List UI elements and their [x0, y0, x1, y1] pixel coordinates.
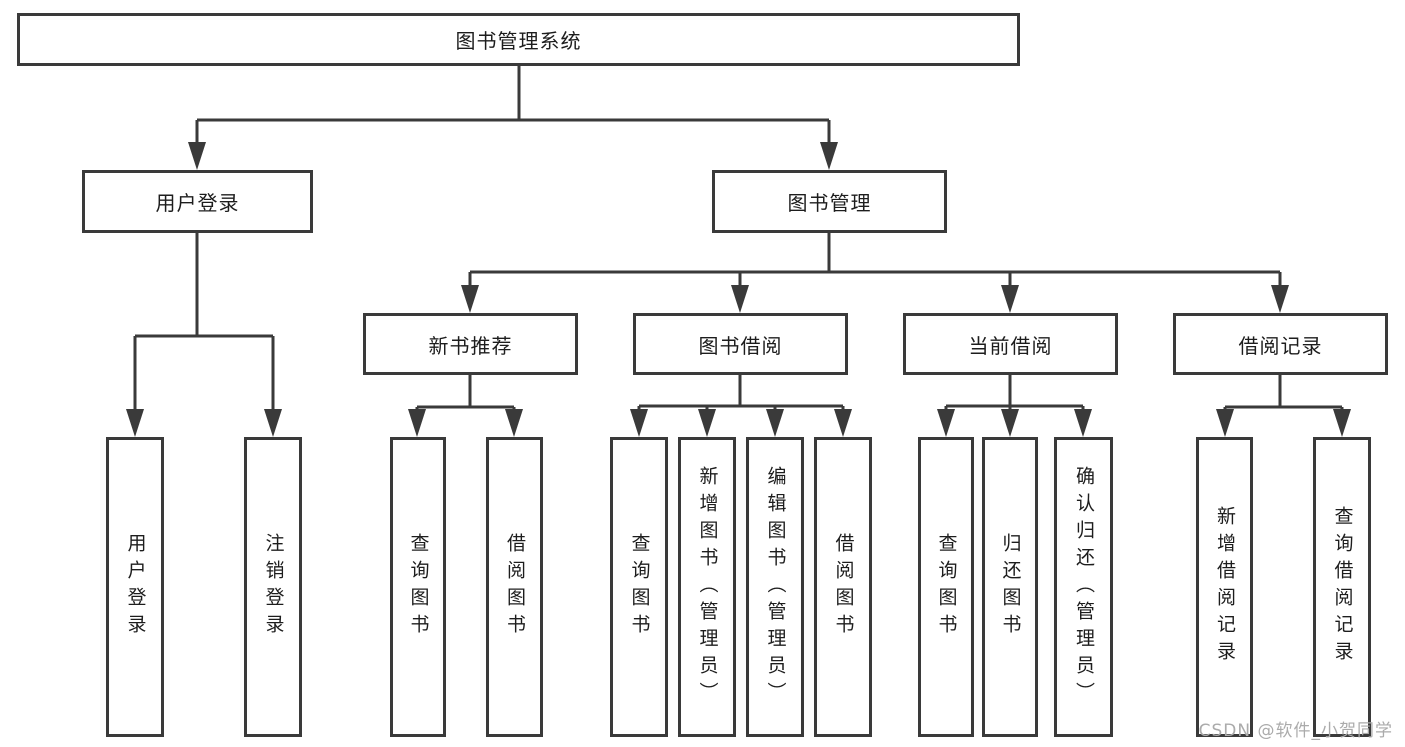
- node-label-leaf-borrow-books: 借阅图书: [832, 533, 855, 641]
- node-leaf-query-borrow-record: 查询借阅记录: [1313, 437, 1371, 737]
- node-current-borrowing: 当前借阅: [903, 313, 1118, 375]
- node-label-current-borrowing: 当前借阅: [968, 333, 1053, 358]
- node-user-login-module: 用户登录: [82, 170, 313, 233]
- node-label-leaf-add-borrow-record: 新增借阅记录: [1214, 506, 1236, 668]
- watermark: CSDN @软件_小贺同学: [1198, 721, 1393, 741]
- node-new-book-recommend: 新书推荐: [363, 313, 578, 375]
- node-label-new-book-recommend: 新书推荐: [428, 333, 513, 358]
- node-leaf-logout: 注销登录: [244, 437, 302, 737]
- node-label-leaf-logout: 注销登录: [262, 533, 285, 641]
- node-label-user-login-module: 用户登录: [155, 191, 240, 215]
- node-root-system: 图书管理系统: [17, 13, 1020, 66]
- node-label-leaf-query-borrow-record: 查询借阅记录: [1331, 506, 1354, 668]
- node-leaf-add-books-admin: 新增图书（管理员）: [678, 437, 736, 737]
- node-leaf-query-books-rec: 查询图书: [390, 437, 446, 737]
- node-label-leaf-return-books: 归还图书: [999, 533, 1022, 641]
- node-label-leaf-add-books-admin: 新增图书（管理员）: [696, 465, 719, 709]
- node-leaf-add-borrow-record: 新增借阅记录: [1196, 437, 1253, 737]
- node-label-leaf-edit-books-admin: 编辑图书（管理员）: [764, 465, 787, 709]
- node-leaf-return-books: 归还图书: [982, 437, 1038, 737]
- node-leaf-borrow-books: 借阅图书: [814, 437, 872, 737]
- node-label-leaf-query-books-borrow: 查询图书: [628, 533, 651, 641]
- node-leaf-user-login: 用户登录: [106, 437, 164, 737]
- node-label-leaf-query-books-rec: 查询图书: [407, 533, 430, 641]
- node-leaf-edit-books-admin: 编辑图书（管理员）: [746, 437, 804, 737]
- node-borrowing-records: 借阅记录: [1173, 313, 1388, 375]
- node-leaf-query-books-current: 查询图书: [918, 437, 974, 737]
- node-label-book-management-module: 图书管理: [787, 191, 872, 215]
- node-book-management-module: 图书管理: [712, 170, 947, 233]
- node-label-borrowing-records: 借阅记录: [1238, 333, 1323, 358]
- node-leaf-borrow-books-rec: 借阅图书: [486, 437, 543, 737]
- node-leaf-query-books-borrow: 查询图书: [610, 437, 668, 737]
- node-book-borrowing: 图书借阅: [633, 313, 848, 375]
- node-label-root-system: 图书管理系统: [455, 29, 582, 53]
- node-label-book-borrowing: 图书借阅: [698, 333, 783, 358]
- node-label-leaf-confirm-return-admin: 确认归还（管理员）: [1073, 465, 1095, 709]
- node-label-leaf-query-books-current: 查询图书: [935, 533, 958, 641]
- node-label-leaf-borrow-books-rec: 借阅图书: [504, 533, 526, 641]
- node-leaf-confirm-return-admin: 确认归还（管理员）: [1054, 437, 1113, 737]
- node-label-leaf-user-login: 用户登录: [124, 533, 147, 641]
